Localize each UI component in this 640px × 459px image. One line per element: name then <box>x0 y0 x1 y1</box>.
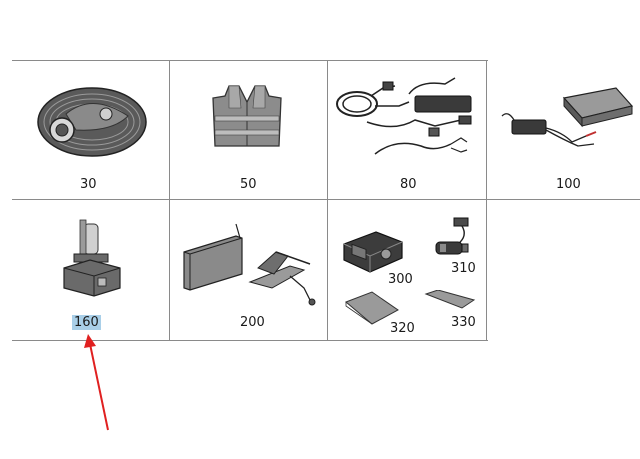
part-number-80[interactable]: 80 <box>400 177 417 192</box>
safety-vest-icon[interactable] <box>211 84 283 148</box>
mat-icon[interactable] <box>342 290 402 326</box>
tire-sealant-kit-icon[interactable] <box>36 86 148 158</box>
part-number-300[interactable]: 300 <box>388 272 413 287</box>
grid-line-bottom <box>12 340 488 341</box>
part-number-200[interactable]: 200 <box>240 315 265 330</box>
jack-and-case-icon[interactable] <box>180 218 320 308</box>
annotation-arrow-head <box>84 334 96 348</box>
part-number-310[interactable]: 310 <box>451 261 476 276</box>
compressor-icon[interactable] <box>340 228 406 274</box>
charging-cable-icon[interactable] <box>335 76 483 166</box>
grid-line-middle <box>12 199 640 200</box>
part-number-100[interactable]: 100 <box>556 177 581 192</box>
grid-line-v3 <box>486 60 487 341</box>
part-number-330[interactable]: 330 <box>451 315 476 330</box>
part-number-320[interactable]: 320 <box>390 321 415 336</box>
cover-sheet-icon[interactable] <box>424 290 476 310</box>
grid-line-top <box>12 60 488 61</box>
annotation-arrow <box>84 334 109 431</box>
adapter-plug-icon[interactable] <box>432 216 476 262</box>
grid-line-v1 <box>169 60 170 341</box>
part-number-50[interactable]: 50 <box>240 177 257 192</box>
part-number-30[interactable]: 30 <box>80 177 97 192</box>
part-number-160[interactable]: 160 <box>72 315 101 330</box>
grid-line-v2 <box>327 60 328 341</box>
battery-charger-case-icon[interactable] <box>498 80 634 152</box>
xenon-bulb-icon[interactable] <box>60 218 124 300</box>
annotation-arrow-shaft <box>89 343 109 431</box>
